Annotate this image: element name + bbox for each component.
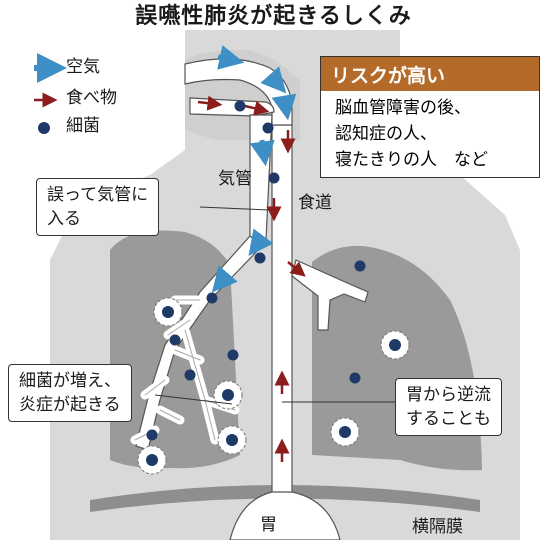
bacteria-grow-callout-line-1: 細菌が増え、	[19, 371, 121, 391]
legend-air-label: 空気	[66, 57, 100, 77]
legend-icons	[34, 53, 67, 134]
page-title: 誤嚥性肺炎が起きるしくみ	[135, 4, 412, 29]
risk-line-1: 脳血管障害の後、	[335, 98, 471, 118]
aspiration-callout-line-1: 誤って気管に	[47, 185, 149, 205]
stomach-label: 胃	[260, 515, 277, 535]
food-arrows	[197, 95, 306, 462]
risk-line-2: 認知症の人、	[335, 124, 437, 144]
aspiration-callout: 誤って気管に 入る	[36, 178, 160, 236]
inflamed-bacteria	[137, 297, 410, 475]
diaphragm-label: 横隔膜	[412, 517, 463, 537]
aspiration-callout-line-2: 入る	[47, 209, 81, 229]
risk-heading: リスクが高い	[321, 57, 539, 91]
risk-line-3: 寝たきりの人 など	[335, 150, 488, 170]
bacteria-grow-callout-line-2: 炎症が起きる	[19, 395, 121, 415]
right-bronchus	[291, 259, 369, 331]
legend-food-label: 食べ物	[66, 88, 117, 108]
trachea-label: 気管	[218, 169, 252, 189]
reflux-callout-line-2: することも	[406, 409, 491, 429]
air-arrows	[211, 45, 297, 293]
reflux-callout-line-1: 胃から逆流	[406, 385, 491, 405]
reflux-callout: 胃から逆流 することも	[395, 378, 502, 436]
legend-bacteria-label: 細菌	[66, 116, 100, 136]
bacteria-dots	[146, 100, 366, 441]
bacteria-grow-callout: 細菌が増え、 炎症が起きる	[8, 364, 132, 422]
stomach-shape	[229, 491, 341, 540]
risk-box: リスクが高い 脳血管障害の後、 認知症の人、 寝たきりの人 など	[320, 56, 540, 178]
esophagus-label: 食道	[298, 193, 332, 213]
callout-leaders	[154, 206, 395, 405]
